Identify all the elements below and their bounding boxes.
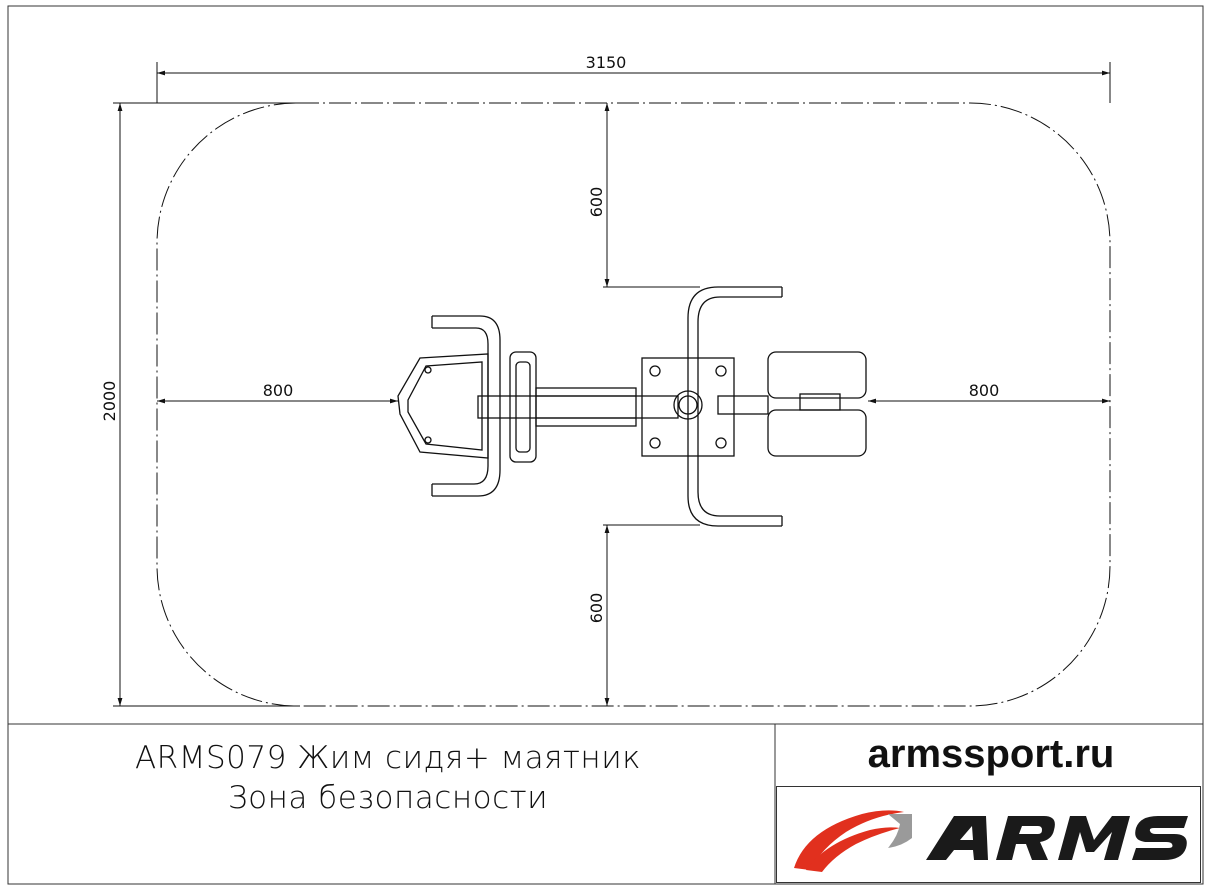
bottom-clearance-dimension: 600: [587, 524, 700, 706]
bottom-clearance-label: 600: [587, 593, 606, 624]
footrest-pad-bottom: [767, 409, 867, 457]
seat-handle-bar: [432, 315, 501, 497]
pendulum-handle: [687, 286, 782, 527]
main-beam: [477, 395, 679, 419]
safety-zone-outline: [156, 102, 1111, 707]
seat-backrest: [397, 353, 489, 459]
footrest-pad-top: [767, 351, 867, 399]
overall-length-label: 3150: [586, 53, 627, 72]
logo-swoosh: [794, 810, 904, 870]
equipment-plan-view: [397, 286, 867, 527]
seat-cushion: [509, 351, 537, 463]
overall-width-dimension: 2000: [100, 102, 300, 707]
sheet-border: [7, 5, 1204, 885]
website-label[interactable]: armssport.ru: [867, 732, 1115, 776]
pivot: [673, 390, 703, 420]
safety-zone-subtitle: Зона безопасности: [227, 780, 549, 816]
right-clearance-label: 800: [969, 381, 1000, 400]
title-block: ARMS079 Жим сидя+ маятник Зона безопасно…: [8, 724, 1203, 886]
overall-width-label: 2000: [100, 381, 119, 422]
overall-length-dimension: 3150: [156, 53, 1111, 103]
left-clearance-label: 800: [263, 381, 294, 400]
left-clearance-dimension: 800: [157, 381, 398, 404]
logo-wordmark: [926, 816, 1188, 860]
product-title: ARMS079 Жим сидя+ маятник: [134, 740, 642, 776]
top-clearance-label: 600: [587, 187, 606, 218]
right-clearance-dimension: 800: [868, 381, 1110, 404]
top-clearance-dimension: 600: [587, 103, 700, 288]
arms-logo: [776, 786, 1201, 883]
